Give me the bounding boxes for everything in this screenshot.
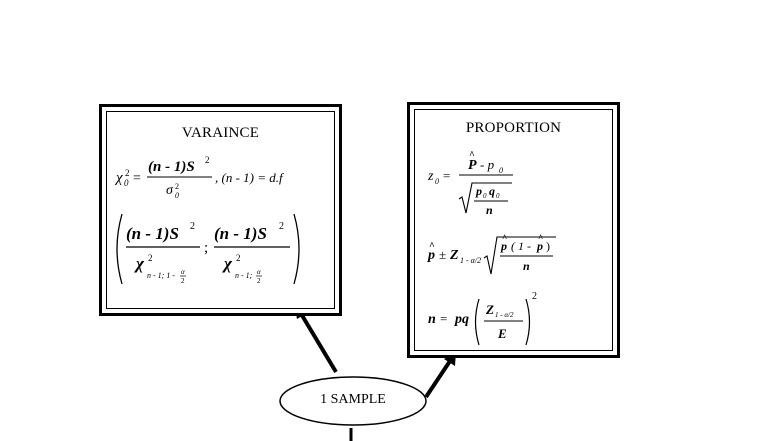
svg-text:2: 2 [205,155,210,165]
svg-text:^: ^ [469,150,475,161]
svg-text:0: 0 [496,192,500,200]
svg-text:n - 1; 1 -: n - 1; 1 - [147,271,175,280]
svg-text:0: 0 [435,177,439,186]
svg-text:n - 1;: n - 1; [235,271,253,280]
svg-text:0: 0 [124,178,129,188]
svg-text:2: 2 [181,277,185,285]
svg-text:(n - 1)S: (n - 1)S [126,224,179,243]
svg-text:^: ^ [538,233,543,243]
svg-text:0: 0 [175,191,179,200]
svg-text:1 - α/2: 1 - α/2 [460,256,481,265]
svg-text:2: 2 [148,253,153,263]
svg-text:2: 2 [257,277,261,285]
svg-text:σ: σ [166,183,174,198]
svg-text:pq: pq [454,312,469,327]
svg-text:2: 2 [236,253,241,263]
svg-text:χ: χ [222,254,233,273]
sample-label: 1 SAMPLE [320,392,386,407]
svg-text:2: 2 [125,168,130,178]
svg-text:1 - α/2: 1 - α/2 [495,311,514,319]
svg-text:Z: Z [485,302,494,317]
svg-text:χ: χ [114,170,123,186]
svg-text:(n - 1)S: (n - 1)S [214,224,267,243]
svg-text:E: E [497,326,507,341]
svg-text:0: 0 [499,166,503,175]
svg-text:=: = [133,171,141,186]
svg-text:2: 2 [175,182,179,191]
svg-text:(n - 1)S: (n - 1)S [148,159,195,175]
arrow-to-proportion [424,356,454,399]
proportion-title: PROPORTION [465,120,562,136]
svg-text:z: z [427,169,434,184]
svg-text:n: n [486,203,493,217]
svg-text:q: q [489,184,495,198]
svg-text:2: 2 [190,221,195,232]
svg-text:p: p [475,184,482,198]
proportion-test-statistic: z 0 = P ^ - p 0 p 0 q 0 n [427,147,558,232]
svg-text:p: p [427,248,435,263]
svg-text:2: 2 [279,221,284,232]
svg-text:, (n - 1) = d.f: , (n - 1) = d.f [215,170,285,185]
variance-box: VARAINCE χ 0 2 = (n - 1)S 2 σ 0 2 , (n -… [99,104,342,316]
svg-text:): ) [546,239,550,253]
svg-text:- p: - p [480,157,495,172]
svg-text:p: p [536,239,543,253]
svg-text:±: ± [439,247,446,262]
variance-title: VARAINCE [181,125,260,141]
svg-text:n: n [523,259,530,273]
proportion-confidence-interval: p ^ ± Z 1 - α/2 p ^ ( 1 - p ^ ) n [427,230,578,290]
svg-text:α: α [257,268,261,276]
svg-text:^: ^ [429,241,435,252]
svg-text:P: P [468,158,477,173]
svg-text:^: ^ [502,233,507,243]
sample-ellipse [279,376,427,426]
proportion-box: PROPORTION z 0 = P ^ - p 0 p 0 q 0 n p ^… [407,102,620,358]
variance-confidence-interval: (n - 1)S 2 χ 2 n - 1; 1 - α 2 ; (n - 1)S… [114,212,314,297]
svg-text:2: 2 [532,291,537,302]
svg-text:( 1 -: ( 1 - [511,239,531,253]
proportion-box-inner-border [414,109,613,351]
variance-box-inner-border [106,111,335,309]
svg-text:α: α [181,268,185,276]
svg-text:χ: χ [134,254,145,273]
variance-test-statistic: χ 0 2 = (n - 1)S 2 σ 0 2 , (n - 1) = d.f [114,152,316,207]
svg-text:p: p [500,239,507,253]
svg-text:0: 0 [483,192,487,200]
svg-text:Z: Z [449,248,459,263]
arrow-to-variance [298,310,338,374]
proportion-sample-size: n = pq Z 1 - α/2 E 2 [428,285,588,355]
svg-text:;: ; [204,240,208,256]
svg-text:=: = [440,311,447,326]
svg-text:n: n [428,312,436,327]
svg-text:=: = [443,168,450,183]
